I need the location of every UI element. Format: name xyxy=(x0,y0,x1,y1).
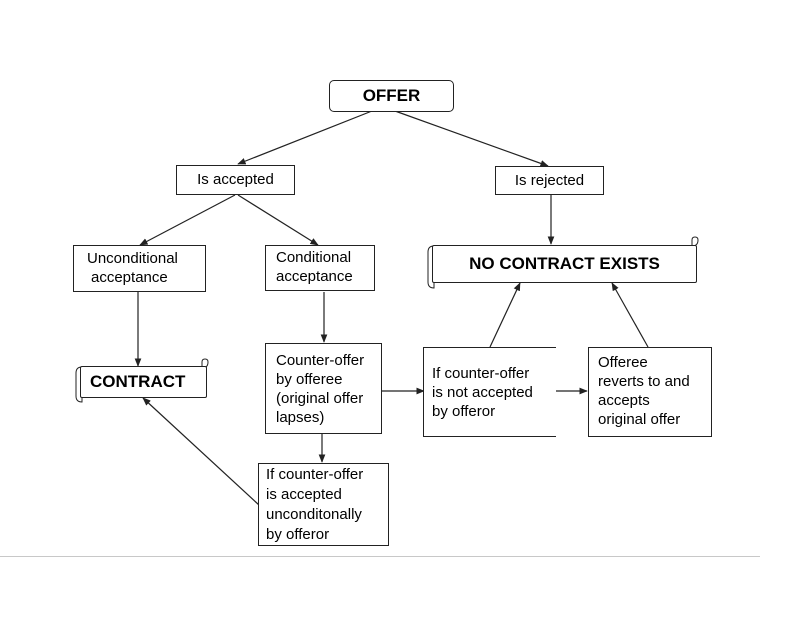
is-rejected-node: Is rejected xyxy=(495,166,604,195)
unconditional-line-1: Unconditional xyxy=(87,250,178,267)
accepted-counter-line-3: unconditonally xyxy=(266,506,362,523)
unconditional-line-2: acceptance xyxy=(91,269,168,286)
arrow-reverts-to-no-contract xyxy=(611,282,649,348)
counter-offer-line-1: Counter-offer xyxy=(276,352,365,369)
not-accepted-line-2: is not accepted xyxy=(432,384,533,401)
counter-offer-line-3: (original offer xyxy=(276,390,364,407)
is-rejected-label: Is rejected xyxy=(514,172,585,189)
offer-node: OFFER xyxy=(329,80,454,112)
arrow-offer-to-accepted xyxy=(237,110,373,165)
arrow-offer-to-rejected xyxy=(394,110,549,167)
conditional-line-1: Conditional xyxy=(276,249,352,266)
offer-label: OFFER xyxy=(362,86,421,105)
unconditional-acceptance-node: Unconditional acceptance xyxy=(73,245,206,292)
arrow-accepted-to-unconditional xyxy=(139,194,236,246)
arrow-accepted-to-conditional xyxy=(237,194,319,246)
reverts-line-2: reverts to and xyxy=(598,373,690,390)
counter-offer-line-4: lapses) xyxy=(276,409,325,426)
not-accepted-line-3: by offeror xyxy=(432,403,496,420)
accepted-counter-line-1: If counter-offer xyxy=(266,466,364,483)
reverts-line-3: accepts xyxy=(598,392,650,409)
contract-node: CONTRACT xyxy=(80,366,207,398)
page-divider xyxy=(0,556,760,557)
offeree-reverts-node: Offeree reverts to and accepts original … xyxy=(588,347,712,437)
arrow-accepted-counter-to-contract xyxy=(142,397,260,506)
conditional-acceptance-node: Conditional acceptance xyxy=(265,245,375,291)
arrow-not-accepted-to-no-contract xyxy=(489,282,521,348)
contract-label: CONTRACT xyxy=(90,372,186,391)
counter-offer-accepted-node: If counter-offer is accepted unconditona… xyxy=(258,463,389,546)
not-accepted-line-1: If counter-offer xyxy=(432,365,530,382)
accepted-counter-line-2: is accepted xyxy=(266,486,342,503)
counter-offer-not-accepted-node: If counter-offer is not accepted by offe… xyxy=(423,347,556,437)
counter-offer-line-2: by offeree xyxy=(276,371,343,388)
is-accepted-label: Is accepted xyxy=(197,171,274,188)
conditional-line-2: acceptance xyxy=(276,268,353,285)
is-accepted-node: Is accepted xyxy=(176,165,295,195)
reverts-line-4: original offer xyxy=(598,411,681,428)
accepted-counter-line-4: by offeror xyxy=(266,526,330,543)
counter-offer-by-offeree-node: Counter-offer by offeree (original offer… xyxy=(265,343,382,434)
no-contract-exists-node: NO CONTRACT EXISTS xyxy=(432,245,697,283)
reverts-line-1: Offeree xyxy=(598,354,648,371)
no-contract-exists-label: NO CONTRACT EXISTS xyxy=(469,254,660,273)
